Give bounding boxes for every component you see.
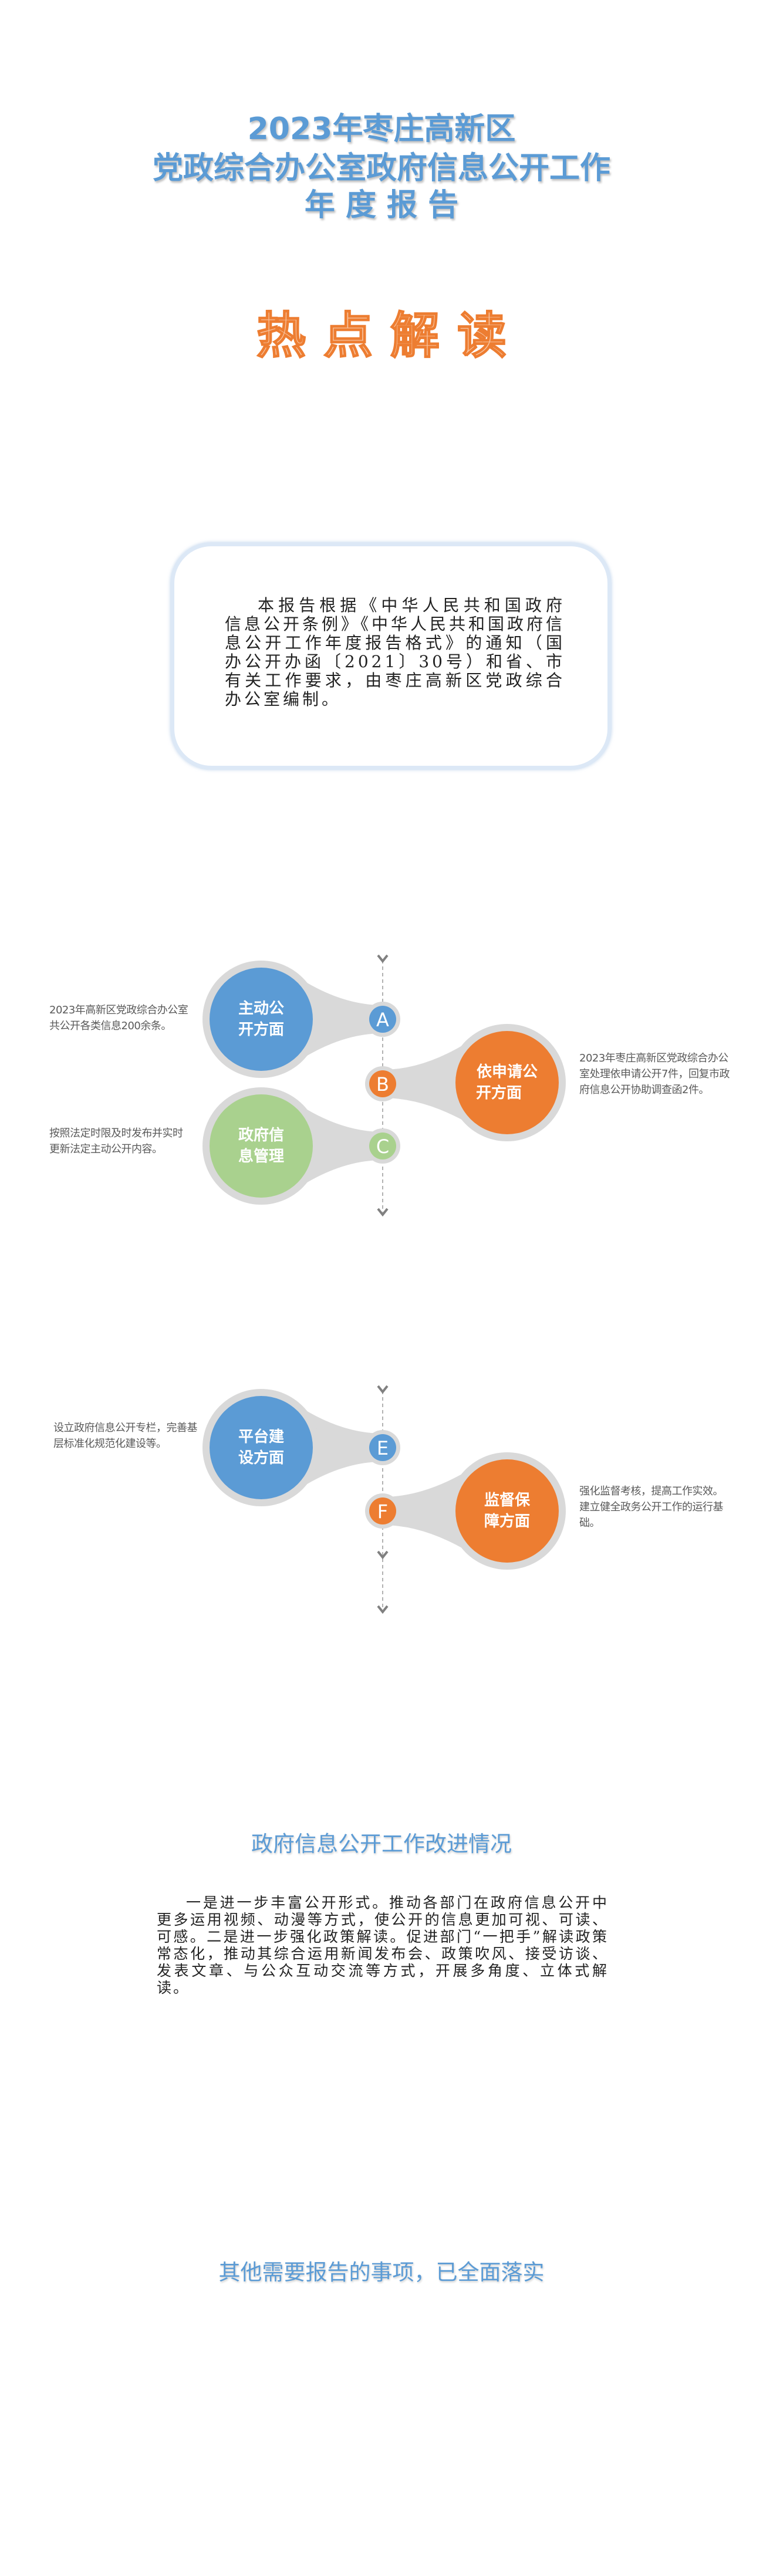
hot-topic-title: 热点解读	[256, 306, 524, 365]
node-e-letter: E	[377, 1437, 389, 1459]
node-e-label-line1: 平台建	[238, 1428, 284, 1446]
node-c-circle	[210, 1094, 313, 1198]
node-b-label-line1: 依申请公	[477, 1063, 538, 1081]
node-b-letter: B	[376, 1073, 389, 1096]
node-b-circle	[455, 1031, 559, 1134]
node-f: F 监督保 障方面	[365, 1452, 566, 1570]
node-c-label-line2: 息管理	[238, 1147, 284, 1165]
node-a-description: 2023年高新区党政综合办公室共公开各类信息200余条。	[49, 1004, 188, 1032]
node-b-label-line2: 开方面	[476, 1084, 522, 1102]
report-title-line2: 党政综合办公室政府信息公开工作	[152, 151, 610, 186]
node-b-description: 2023年枣庄高新区党政综合办公室处理依申请公开7件，回复市政府信息公开协助调查…	[579, 1052, 730, 1096]
node-c-letter: C	[376, 1135, 389, 1158]
node-e-description: 设立政府信息公开专栏，完善基层标准化规范化建设等。	[53, 1422, 198, 1450]
report-title-line3: 年 度 报 告	[304, 188, 459, 223]
node-e-label-line2: 设方面	[238, 1449, 284, 1467]
node-f-label-line2: 障方面	[484, 1512, 530, 1530]
node-c-badge	[369, 1133, 396, 1159]
intro-text: 本报告根据《中华人民共和国政府信息公开条例》《中华人民共和国政府信息公开工作年度…	[225, 596, 566, 709]
node-a: A 主动公 开方面	[202, 961, 400, 1078]
node-a-letter: A	[376, 1009, 389, 1031]
chevron-down-icon	[377, 954, 389, 962]
node-a-label-line1: 主动公	[238, 1000, 284, 1017]
node-f-badge	[369, 1497, 396, 1524]
chevron-down-icon	[377, 1385, 389, 1393]
node-c-description: 按照法定时限及时发布并实时更新法定主动公开内容。	[49, 1127, 183, 1155]
other-matters-heading: 其他需要报告的事项，已全面落实	[218, 2260, 545, 2285]
improvement-text: 一是进一步丰富公开形式。推动各部门在政府信息公开中更多运用视频、动漫等方式，使公…	[157, 1894, 609, 1996]
node-f-letter: F	[377, 1500, 388, 1523]
report-title-line1: 2023年枣庄高新区	[247, 111, 516, 147]
node-f-circle	[455, 1459, 559, 1563]
node-f-label-line1: 监督保	[484, 1491, 531, 1509]
node-c-label-line1: 政府信	[238, 1126, 284, 1144]
node-e-circle	[210, 1396, 313, 1499]
node-e: E 平台建 设方面	[202, 1389, 400, 1506]
node-a-circle	[210, 968, 313, 1071]
node-c: C 政府信 息管理	[202, 1087, 400, 1205]
node-b: B 依申请公 开方面	[365, 1024, 566, 1141]
node-a-label-line2: 开方面	[238, 1020, 284, 1039]
node-a-badge	[369, 1006, 396, 1033]
intro-box	[170, 542, 612, 770]
improvement-heading: 政府信息公开工作改进情况	[251, 1831, 512, 1857]
node-e-badge	[369, 1434, 396, 1461]
node-b-badge	[369, 1070, 396, 1097]
node-f-description: 强化监督考核，提高工作实效。建立健全政务公开工作的运行基础。	[579, 1485, 724, 1529]
